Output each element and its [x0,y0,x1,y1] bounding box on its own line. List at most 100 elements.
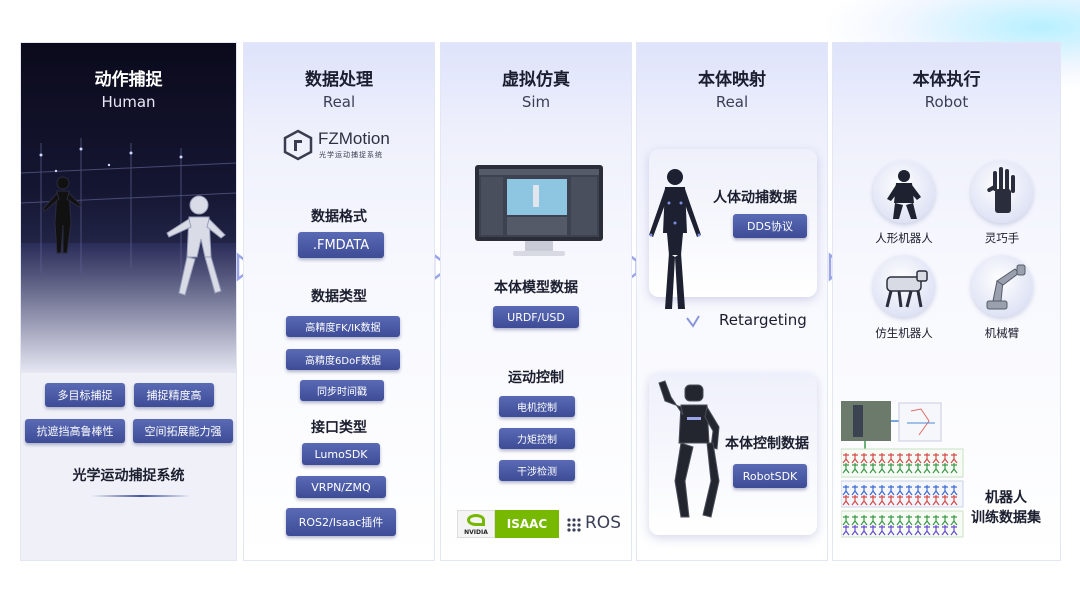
type-item: 高精度FK/IK数据 [286,316,400,337]
dataset-pose-figure [923,453,931,464]
dataset-pose-figure [878,495,886,506]
retarget-check-icon [686,315,700,328]
dataset-pose-figure [869,453,877,464]
dataset-pose-figure [905,463,913,474]
dataset-pose-figure [905,453,913,464]
human-data-tag: DDS协议 [733,214,807,238]
system-name: 光学运动捕捉系统 [72,468,185,484]
dataset-pose-figure [923,463,931,474]
dataset-pose-figure [842,453,850,464]
robot-type-label: 机械臂 [984,326,1020,340]
dataset-pose-figure [905,515,913,526]
dataset-pose-figure [914,495,922,506]
type-item: 同步时间戳 [300,380,384,401]
dataset-pose-figure [860,453,868,464]
dataset-pose-figure [905,495,913,506]
dataset-pose-figure [914,453,922,464]
dataset-pose-figure [851,485,859,496]
dataset-pose-figure [851,515,859,526]
dataset-pose-figure [941,525,949,536]
dataset-pose-figure [896,463,904,474]
column-simulation: 虚拟仿真 Sim 本体模型数据 URDF/USD 运动控制 电机控制 力矩控制 … [440,42,632,561]
quadruped-robot-icon [885,270,928,308]
dataset-pose-figure [887,463,895,474]
nvidia-logo-text: NVIDIA [464,529,488,536]
dataset-pose-figure [842,525,850,536]
dataset-pose-figure [905,485,913,496]
column-title: 本体执行 [912,70,981,90]
dataset-pose-figure [887,525,895,536]
robot-control-figure [658,380,720,518]
dataset-pose-figure [896,485,904,496]
dataset-pose-figure [887,453,895,464]
dataset-pose-figure [950,525,958,536]
column-subtitle: Real [715,93,749,111]
fzmotion-logo: FZMotion 光学运动捕捉系统 [282,129,402,163]
dataset-pose-figure [842,485,850,496]
dataset-pose-figure [950,515,958,526]
dataset-title-line2: 训练数据集 [971,510,1041,526]
dataset-pose-figure [860,515,868,526]
column-title: 数据处理 [305,70,373,90]
dataset-pose-figure [878,463,886,474]
dataset-pose-figure [950,463,958,474]
dataset-pose-figure [878,515,886,526]
dataset-pose-figure [869,495,877,506]
robot-data-title: 本体控制数据 [725,436,809,452]
dataset-pose-figure [932,495,940,506]
column-subtitle: Real [322,93,356,111]
capture-tag: 空间拓展能力强 [133,419,233,443]
control-item: 力矩控制 [499,428,575,449]
dataset-pose-figure [950,495,958,506]
dataset-title-line1: 机器人 [985,490,1027,506]
dataset-pose-figure [851,453,859,464]
robot-arm-image [971,255,1033,317]
column-subtitle: Human [101,93,156,111]
model-title: 本体模型数据 [494,280,578,296]
dataset-pose-figure [887,495,895,506]
dataset-pose-figure [842,495,850,506]
dataset-pose-figure [860,495,868,506]
capture-tag: 抗遮挡高鲁棒性 [25,419,125,443]
dataset-pose-figure [932,463,940,474]
ros-dots-icon [567,518,581,532]
dataset-pose-figure [932,453,940,464]
robot-data-tag: RobotSDK [733,464,807,488]
interface-item: LumoSDK [302,443,380,465]
model-value: URDF/USD [493,306,579,328]
dataset-pose-figure [950,485,958,496]
quadruped-robot-image [873,255,935,317]
column-subtitle: Robot [924,93,969,111]
logo-subtitle: 光学运动捕捉系统 [319,151,383,159]
interface-title: 接口类型 [311,420,367,436]
dataset-pose-figure [887,485,895,496]
humanoid-robot-icon [887,170,921,219]
nvidia-logo: NVIDIA [457,510,495,538]
isaac-logo: ISAAC [495,510,559,538]
dataset-pose-figure [878,453,886,464]
control-item: 干涉检测 [499,460,575,481]
dataset-pose-figure [878,525,886,536]
dataset-pose-figure [896,515,904,526]
dataset-pose-figure [932,485,940,496]
column-mapping: 本体映射 Real 人体动捕数据 DDS协议 Retargeting 本体控制数… [636,42,828,561]
robot-arm-icon [986,264,1026,310]
robot-type-label: 灵巧手 [984,231,1020,245]
dataset-pose-figure [896,525,904,536]
control-title: 运动控制 [508,370,564,386]
ros-logo-text: ROS [585,513,621,533]
column-capture: 动作捕捉 Human 多目标捕捉 捕捉精度高 抗遮挡高鲁棒性 空间拓展能力强 光… [20,42,237,561]
dataset-pose-figure [878,485,886,496]
robot-data-card [649,373,817,535]
interface-item: ROS2/Isaac插件 [286,508,396,536]
logo-name: FZMotion [318,129,390,148]
dataset-pose-figure [923,515,931,526]
dataset-pose-figure [896,453,904,464]
dataset-pose-figure [941,453,949,464]
human-mocap-figure [649,169,701,309]
dataset-pose-figure [851,525,859,536]
ros-logo: ROS [567,513,627,537]
type-item: 高精度6DoF数据 [286,349,400,370]
dataset-pose-figure [950,453,958,464]
capture-scene-illustration [21,138,236,373]
